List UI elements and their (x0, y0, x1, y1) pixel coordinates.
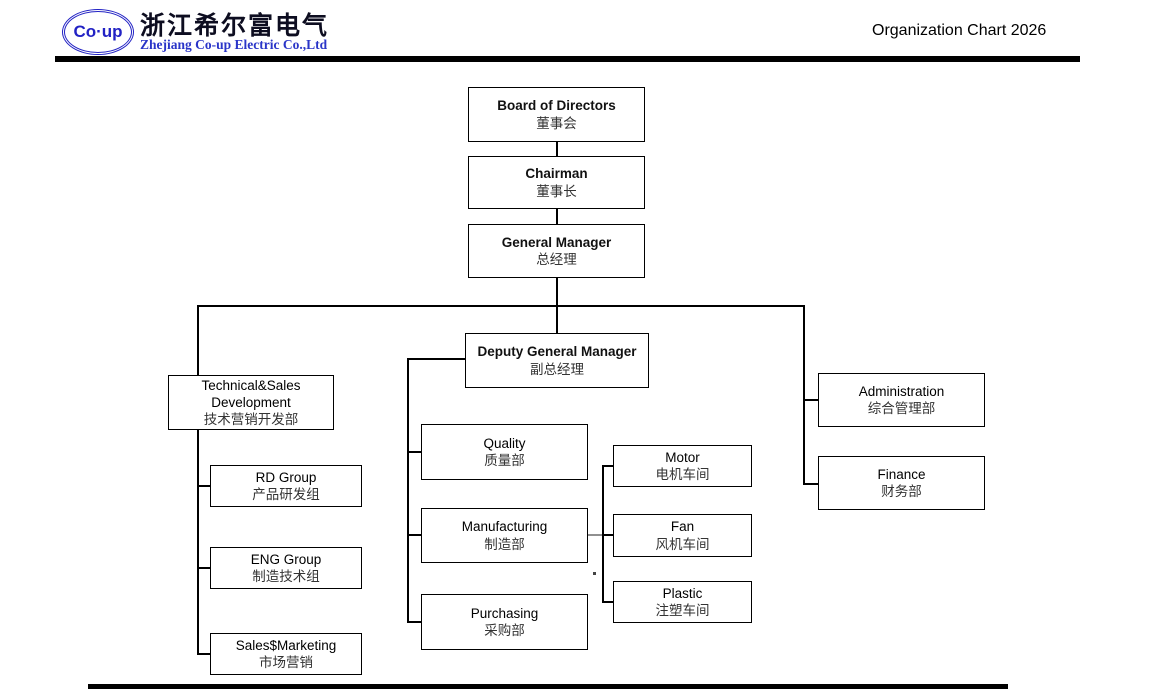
org-node-label-cn: 市场营销 (259, 655, 313, 670)
connector-line (197, 653, 210, 655)
coup-logo-badge: Co·up (62, 9, 134, 55)
org-node-general-manager: General Manager 总经理 (468, 224, 645, 278)
org-node-plastic: Plastic 注塑车间 (613, 581, 752, 623)
org-node-label-cn: 制造部 (484, 536, 525, 552)
org-node-label-en: Deputy General Manager (477, 344, 637, 360)
connector-line (803, 483, 818, 485)
connector-line (197, 305, 199, 375)
org-node-label-cn: 电机车间 (655, 467, 710, 482)
connector-line (197, 485, 210, 487)
org-node-label-cn: 总经理 (536, 252, 577, 267)
org-node-label-en: Chairman (525, 166, 588, 182)
org-node-technical-sales-development: Technical&Sales Development 技术营销开发部 (168, 375, 334, 430)
footer-rule (88, 684, 1008, 689)
org-node-label-cn: 产品研发组 (252, 487, 320, 502)
org-node-label-en: Plastic (662, 585, 703, 601)
org-node-purchasing: Purchasing 采购部 (421, 594, 588, 650)
connector-line (197, 305, 803, 307)
header-rule (55, 56, 1080, 62)
connector-line (556, 209, 558, 224)
org-node-label-cn: 董事长 (536, 183, 577, 199)
org-node-label-cn: 董事会 (536, 115, 577, 131)
org-node-label-en: Technical&Sales Development (201, 377, 301, 410)
org-node-label-cn: 制造技术组 (252, 569, 320, 584)
org-node-label-en: ENG Group (250, 551, 322, 567)
connector-line (197, 430, 199, 655)
org-node-label-en: RD Group (255, 469, 317, 485)
connector-line (407, 358, 465, 360)
org-node-label-cn: 质量部 (484, 453, 525, 468)
org-node-finance: Finance 财务部 (818, 456, 985, 510)
connector-line (556, 142, 558, 156)
org-node-label-en: Sales$Marketing (235, 637, 337, 653)
connector-line (803, 305, 805, 484)
org-node-label-en: Manufacturing (461, 519, 548, 535)
org-node-motor: Motor 电机车间 (613, 445, 752, 487)
org-node-label-en: Quality (483, 435, 526, 451)
org-node-label-cn: 风机车间 (655, 536, 710, 552)
connector-line (197, 567, 210, 569)
org-node-label-en: Purchasing (470, 605, 539, 621)
connector-line (588, 534, 602, 536)
connector-line (803, 399, 818, 401)
org-node-label-cn: 财务部 (881, 484, 922, 499)
org-node-label-en: Finance (877, 466, 926, 482)
org-node-sales-marketing: Sales$Marketing 市场营销 (210, 633, 362, 675)
stray-dot (593, 572, 596, 575)
org-node-label-en: General Manager (501, 234, 612, 250)
connector-line (602, 601, 613, 603)
org-node-label-en: Motor (665, 449, 700, 465)
org-node-administration: Administration 综合管理部 (818, 373, 985, 427)
org-node-eng-group: ENG Group 制造技术组 (210, 547, 362, 589)
page-title: Organization Chart 2026 (872, 22, 1047, 39)
connector-line (602, 534, 613, 536)
org-node-label-cn: 注塑车间 (655, 603, 710, 618)
connector-line (407, 534, 421, 536)
connector-line (602, 465, 613, 467)
company-name-chinese: 浙江希尔富电气 (140, 12, 330, 40)
connector-line (407, 358, 409, 622)
org-node-quality: Quality 质量部 (421, 424, 588, 480)
company-name-english: Zhejiang Co-up Electric Co.,Ltd (140, 37, 328, 52)
connector-line (602, 465, 604, 602)
org-node-label-cn: 副总经理 (530, 361, 584, 377)
connector-line (407, 621, 421, 623)
org-node-label-cn: 采购部 (484, 623, 525, 638)
org-node-label-en: Administration (858, 383, 945, 399)
org-node-label-cn: 综合管理部 (867, 401, 936, 416)
org-node-label-en: Board of Directors (497, 98, 616, 114)
org-node-label-en: Fan (670, 519, 695, 535)
org-node-label-cn: 技术营销开发部 (203, 412, 299, 428)
org-node-rd-group: RD Group 产品研发组 (210, 465, 362, 507)
connector-line (407, 451, 421, 453)
